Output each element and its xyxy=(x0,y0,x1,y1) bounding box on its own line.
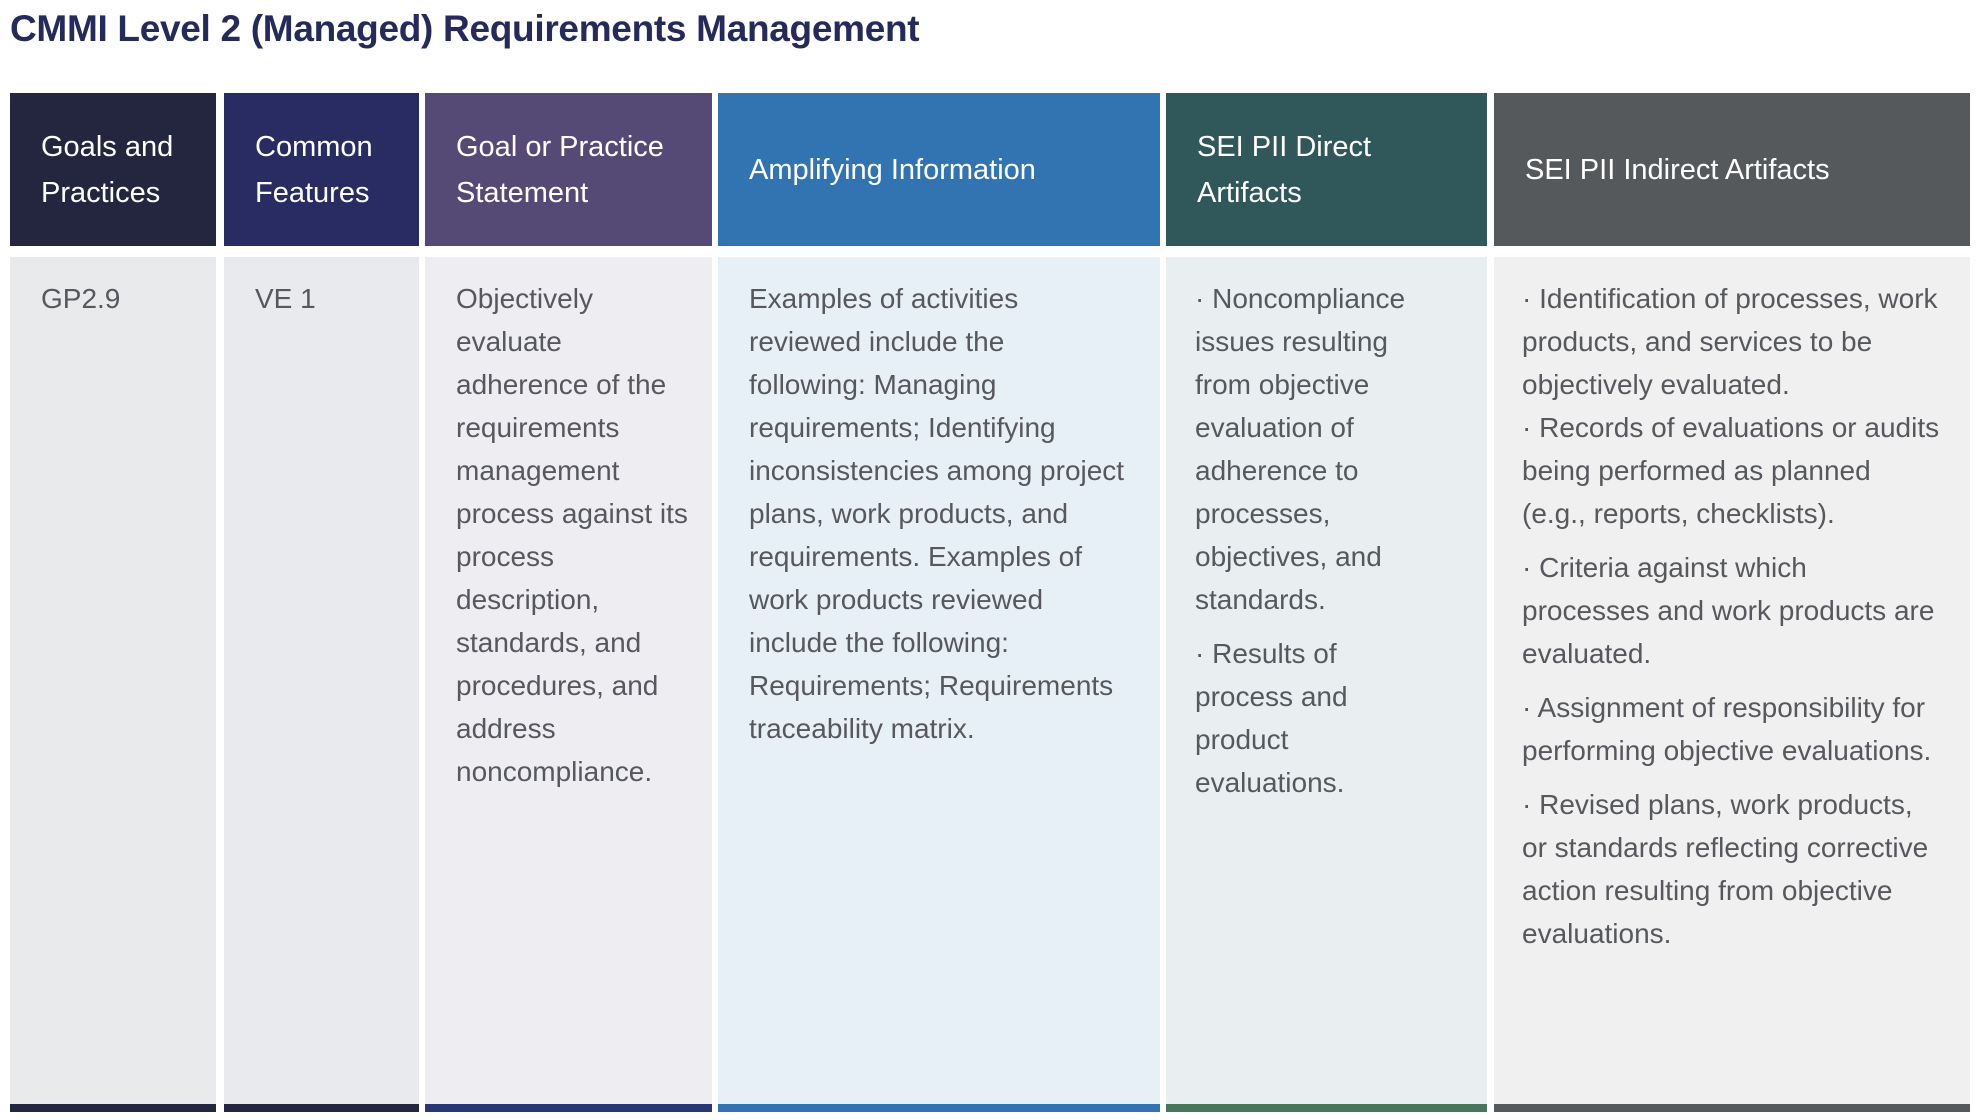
cell-paragraph: · Assignment of responsibility for perfo… xyxy=(1522,686,1940,772)
cell-paragraph: Examples of activities reviewed include … xyxy=(749,277,1126,750)
column-header: Common Features xyxy=(224,93,419,246)
cell-paragraph: Objectively evaluate adherence of the re… xyxy=(456,277,688,793)
column-header-label: Common Features xyxy=(255,130,373,209)
column-goal-or-practice-statement: Goal or Practice Statement Objectively e… xyxy=(425,93,712,1112)
column-header: SEI PII Direct Artifacts xyxy=(1166,93,1487,246)
cell-paragraph: VE 1 xyxy=(255,277,399,320)
bullet-item: · Criteria against which processes and w… xyxy=(1522,552,1935,669)
column-footer-bar xyxy=(718,1104,1160,1112)
column-body: · Noncompliance issues resulting from ob… xyxy=(1166,257,1487,1104)
column-footer-bar xyxy=(425,1104,712,1112)
column-header-label: SEI PII Direct Artifacts xyxy=(1197,130,1372,209)
cell-paragraph: GP2.9 xyxy=(41,277,196,320)
cell-text: GP2.9 xyxy=(41,283,121,314)
bullet-item: · Records of evaluations or audits being… xyxy=(1522,412,1940,529)
cell-paragraph: · Identification of processes, work prod… xyxy=(1522,277,1940,535)
column-header-label: Amplifying Information xyxy=(749,153,1036,186)
cell-paragraph: · Results of process and product evaluat… xyxy=(1195,632,1447,804)
cell-paragraph: · Noncompliance issues resulting from ob… xyxy=(1195,277,1447,621)
column-amplifying-information: Amplifying Information Examples of activ… xyxy=(718,93,1160,1112)
column-footer-bar xyxy=(1494,1104,1970,1112)
column-footer-bar xyxy=(1166,1104,1487,1112)
cell-paragraph: · Revised plans, work products, or stand… xyxy=(1522,783,1940,955)
bullet-item: · Assignment of responsibility for perfo… xyxy=(1522,692,1932,766)
column-body: · Identification of processes, work prod… xyxy=(1494,257,1970,1104)
column-header-label: Goal or Practice Statement xyxy=(456,130,664,209)
column-body: Examples of activities reviewed include … xyxy=(718,257,1160,1104)
column-header-label: Goals and Practices xyxy=(41,130,174,209)
column-sei-pii-direct-artifacts: SEI PII Direct Artifacts · Noncompliance… xyxy=(1166,93,1487,1112)
cell-paragraph: · Criteria against which processes and w… xyxy=(1522,546,1940,675)
bullet-item: · Identification of processes, work prod… xyxy=(1522,283,1938,400)
column-header: Amplifying Information xyxy=(718,93,1160,246)
bullet-item: · Noncompliance issues resulting from ob… xyxy=(1195,283,1406,615)
column-footer-bar xyxy=(10,1104,216,1112)
page-title: CMMI Level 2 (Managed) Requirements Mana… xyxy=(10,8,920,49)
column-header-label: SEI PII Indirect Artifacts xyxy=(1525,153,1830,186)
column-header: Goal or Practice Statement xyxy=(425,93,712,246)
column-header: Goals and Practices xyxy=(10,93,216,246)
column-goals-and-practices: Goals and Practices GP2.9 xyxy=(10,93,216,1112)
column-body: VE 1 xyxy=(224,257,419,1104)
column-sei-pii-indirect-artifacts: SEI PII Indirect Artifacts · Identificat… xyxy=(1494,93,1970,1112)
cell-text: Objectively evaluate adherence of the re… xyxy=(456,283,688,787)
column-header: SEI PII Indirect Artifacts xyxy=(1494,93,1970,246)
column-body: Objectively evaluate adherence of the re… xyxy=(425,257,712,1104)
column-common-features: Common Features VE 1 xyxy=(224,93,419,1112)
bullet-item: · Results of process and product evaluat… xyxy=(1195,638,1348,798)
column-body: GP2.9 xyxy=(10,257,216,1104)
bullet-item: · Revised plans, work products, or stand… xyxy=(1522,789,1929,949)
column-footer-bar xyxy=(224,1104,419,1112)
cell-text: VE 1 xyxy=(255,283,316,314)
cell-text: Examples of activities reviewed include … xyxy=(749,283,1125,744)
